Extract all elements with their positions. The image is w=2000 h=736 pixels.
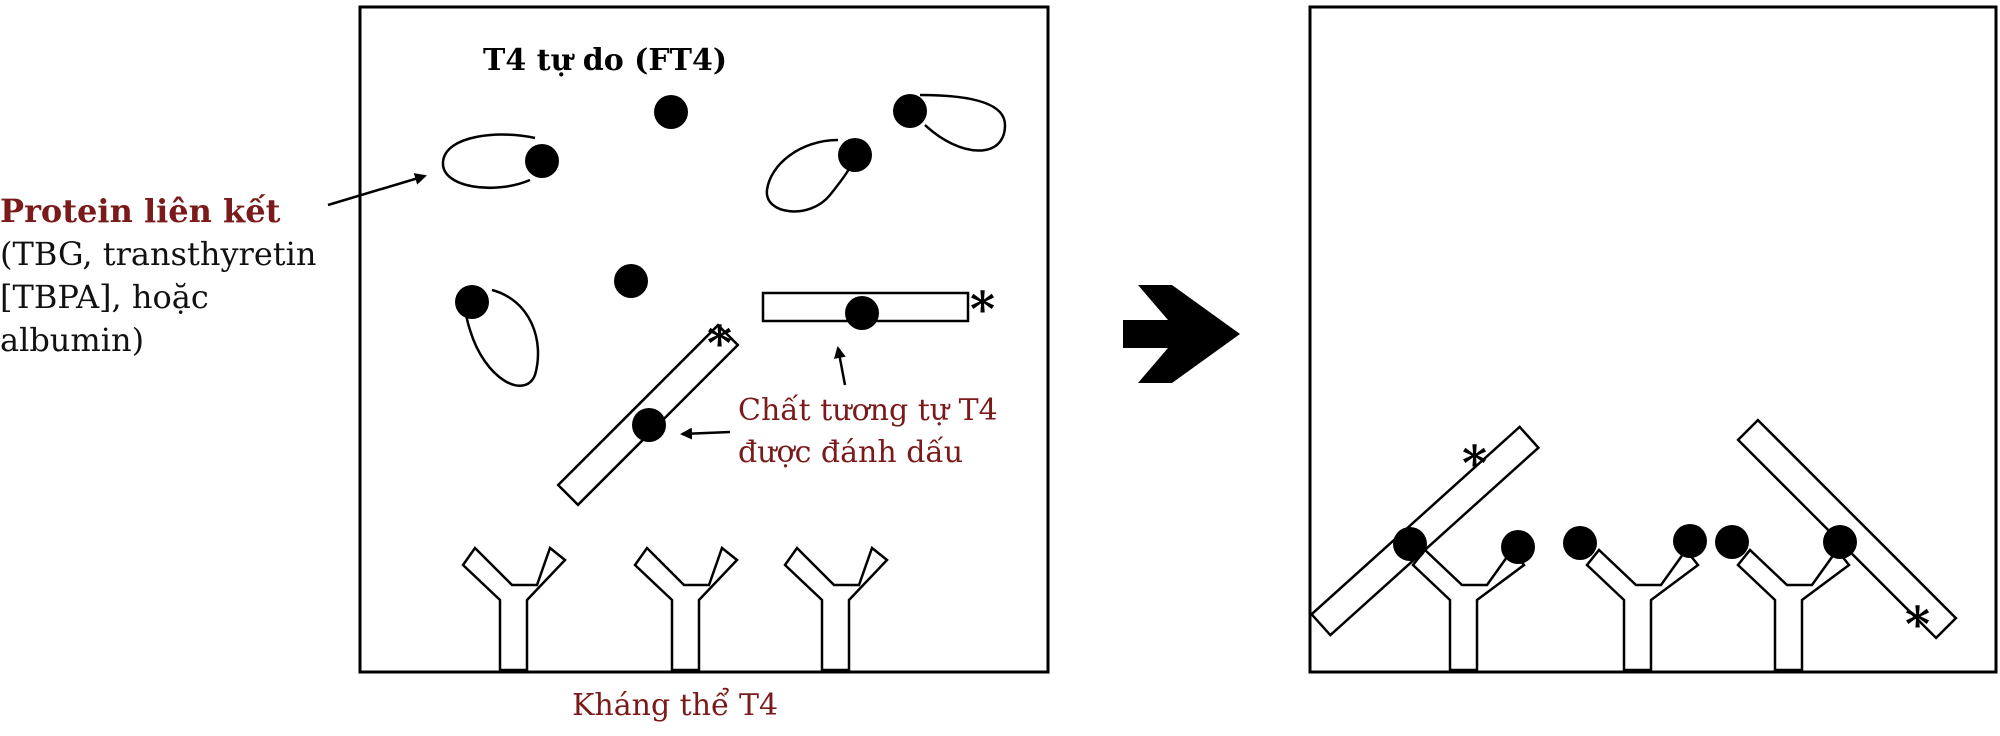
binding-protein: [455, 285, 540, 387]
labeled-t4-analog: *: [761, 282, 995, 338]
antibody-y: [1585, 547, 1700, 672]
right-arrow-icon: [1123, 285, 1240, 383]
bound-t4-dot: [1715, 525, 1749, 559]
antibody-y: [783, 545, 889, 672]
antibody-y: [461, 545, 567, 672]
binding-protein: [441, 133, 559, 190]
panel-after-frame: [1308, 5, 1998, 674]
label-asterisk: *: [1905, 597, 1930, 653]
bound-t4-dot: [1673, 524, 1707, 558]
binding-protein-label: Protein liên kết (TBG, transthyretin [TB…: [0, 190, 330, 362]
labeled-t4-analog: [1309, 425, 1541, 637]
bound-t4-dot: [1501, 530, 1535, 564]
free-t4-dot: [614, 264, 648, 298]
label-asterisk: *: [1462, 436, 1487, 492]
labeled-analog-label-line2: được đánh dấu: [738, 435, 963, 470]
free-t4-dot: [654, 95, 688, 129]
bound-t4-dot: [1563, 526, 1597, 560]
binding-protein-title: Protein liên kết: [0, 192, 281, 230]
binding-protein: [893, 93, 1007, 152]
antibody-y: [1736, 547, 1851, 672]
labeled-analog-label-line1: Chất tương tự T4: [738, 393, 998, 428]
antibody-y: [633, 545, 739, 672]
panel-before-frame: [358, 5, 1050, 674]
panel-after: * *: [1308, 5, 1998, 674]
panel-before: T4 tự do (FT4) *: [327, 5, 1050, 723]
labeled-t4-analog: *: [556, 316, 740, 507]
binding-protein: [765, 138, 872, 213]
pointer-arrow: [680, 427, 731, 440]
antibody-label: Kháng thể T4: [572, 687, 778, 723]
label-asterisk: *: [707, 316, 732, 372]
pointer-arrow: [327, 173, 427, 207]
label-asterisk: *: [970, 282, 995, 338]
bound-t4-dot: [1393, 527, 1427, 561]
pointer-arrow: [833, 346, 847, 386]
antibody-y: [1411, 547, 1526, 672]
binding-protein-examples: (TBG, transthyretin [TBPA], hoặc albumin…: [0, 235, 317, 359]
bound-t4-dot: [1823, 525, 1857, 559]
free-t4-label: T4 tự do (FT4): [483, 43, 727, 78]
